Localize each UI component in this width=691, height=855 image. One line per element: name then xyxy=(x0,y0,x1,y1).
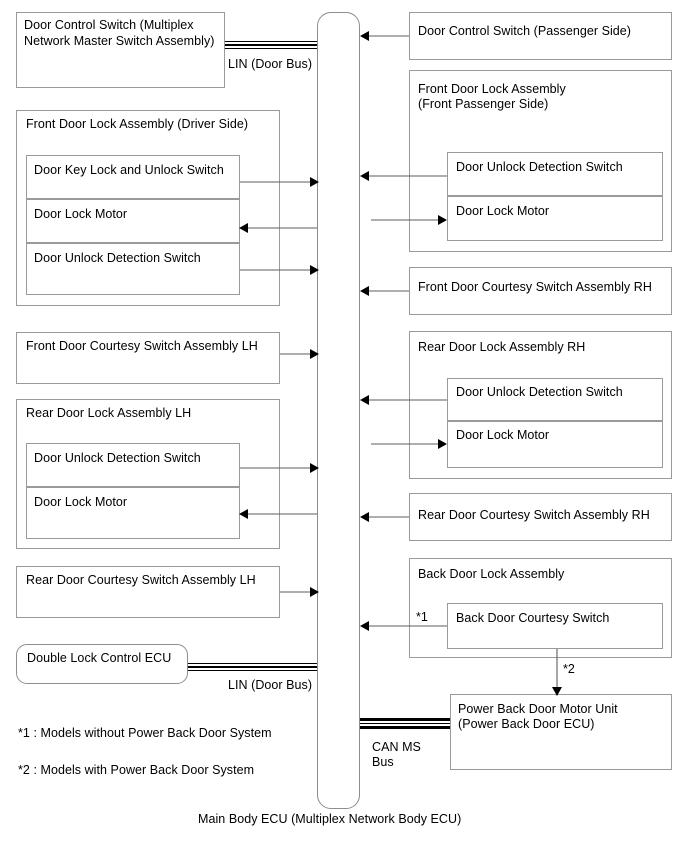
wire-ecu-to-door-lock-motor-passenger xyxy=(371,215,447,225)
label-door-key-lock-and-unlock-switch: Door Key Lock and Unlock Switch xyxy=(34,163,224,177)
footnote-1: *1 : Models without Power Back Door Syst… xyxy=(18,726,272,740)
label-double-lock-control-ecu: Double Lock Control ECU xyxy=(27,651,172,665)
label-can-ms-bus-line1: CAN MS xyxy=(372,740,421,754)
subblock-door-lock-motor-rear-lh xyxy=(26,487,240,539)
wire-front-courtesy-lh-to-ecu xyxy=(280,349,319,359)
wire-back-door-courtesy-switch-to-ecu xyxy=(360,621,447,631)
label-lin-bus-top: LIN (Door Bus) xyxy=(228,57,313,71)
wire-front-courtesy-rh-to-ecu xyxy=(360,286,409,296)
subblock-door-unlock-detection-switch-passenger xyxy=(447,152,663,196)
wire-rear-unlock-detection-lh-to-ecu xyxy=(240,463,319,473)
subblock-door-unlock-detection-switch-driver xyxy=(26,243,240,295)
label-rear-door-courtesy-switch-rh: Rear Door Courtesy Switch Assembly RH xyxy=(418,508,650,522)
label-power-back-door-motor-unit-line2: (Power Back Door ECU) xyxy=(458,717,595,731)
subblock-door-lock-motor-driver xyxy=(26,199,240,243)
block-power-back-door-motor-unit xyxy=(450,694,672,770)
label-can-ms-bus-line2: Bus xyxy=(372,755,394,769)
caption-main-body-ecu: Main Body ECU (Multiplex Network Body EC… xyxy=(198,812,462,826)
label-door-lock-motor-driver: Door Lock Motor xyxy=(34,207,128,221)
can-ms-bus xyxy=(360,718,450,729)
label-door-lock-motor-rear-rh: Door Lock Motor xyxy=(456,428,550,442)
label-front-door-lock-assembly-driver: Front Door Lock Assembly (Driver Side) xyxy=(26,117,249,131)
marker-star2: *2 xyxy=(563,662,575,676)
label-rear-door-courtesy-switch-lh: Rear Door Courtesy Switch Assembly LH xyxy=(26,573,256,587)
wire-ecu-to-rear-door-lock-motor-lh xyxy=(239,509,317,519)
subblock-back-door-courtesy-switch xyxy=(447,603,663,649)
label-rear-door-lock-assembly-lh: Rear Door Lock Assembly LH xyxy=(26,406,192,420)
block-front-door-courtesy-switch-rh xyxy=(409,267,672,315)
label-door-unlock-detection-switch-driver: Door Unlock Detection Switch xyxy=(34,251,201,265)
block-rear-door-courtesy-switch-lh xyxy=(16,566,280,618)
marker-star1: *1 xyxy=(416,610,428,624)
subblock-door-key-lock-and-unlock-switch xyxy=(26,155,240,199)
label-front-door-courtesy-switch-rh: Front Door Courtesy Switch Assembly RH xyxy=(418,280,652,294)
block-door-control-switch-passenger xyxy=(409,12,672,60)
label-door-control-switch-master-line1: Door Control Switch (Multiplex xyxy=(24,18,194,32)
wire-door-unlock-detection-passenger-to-ecu xyxy=(360,171,447,181)
wire-door-key-lock-switch-to-ecu xyxy=(240,177,319,187)
label-lin-bus-bottom: LIN (Door Bus) xyxy=(228,678,313,692)
lin-bus-bottom xyxy=(188,663,318,671)
subblock-door-lock-motor-rear-rh xyxy=(447,421,663,468)
label-door-lock-motor-rear-lh: Door Lock Motor xyxy=(34,495,128,509)
subblock-door-lock-motor-passenger xyxy=(447,196,663,241)
label-front-door-courtesy-switch-lh: Front Door Courtesy Switch Assembly LH xyxy=(26,339,258,353)
block-double-lock-control-ecu xyxy=(16,644,188,684)
subblock-door-unlock-detection-switch-rear-lh xyxy=(26,443,240,487)
label-power-back-door-motor-unit-line1: Power Back Door Motor Unit xyxy=(458,702,618,716)
label-door-lock-motor-passenger: Door Lock Motor xyxy=(456,204,550,218)
label-front-door-lock-assembly-passenger-line2: (Front Passenger Side) xyxy=(418,97,549,111)
wire-ecu-to-rear-door-lock-motor-rh xyxy=(371,439,447,449)
wire-door-unlock-detection-driver-to-ecu xyxy=(240,265,319,275)
label-front-door-lock-assembly-passenger-line1: Front Door Lock Assembly xyxy=(418,82,566,96)
subblock-door-unlock-detection-switch-rear-rh xyxy=(447,378,663,421)
label-door-control-switch-master-line2: Network Master Switch Assembly) xyxy=(24,34,215,48)
label-rear-door-lock-assembly-rh: Rear Door Lock Assembly RH xyxy=(418,340,586,354)
lin-bus-top xyxy=(225,41,318,49)
label-door-unlock-detection-switch-rear-rh: Door Unlock Detection Switch xyxy=(456,385,623,399)
footnote-2: *2 : Models with Power Back Door System xyxy=(18,763,255,777)
wire-rear-courtesy-lh-to-ecu xyxy=(280,587,319,597)
block-rear-door-courtesy-switch-rh xyxy=(409,493,672,541)
block-door-control-switch-master xyxy=(16,12,225,88)
label-door-unlock-detection-switch-rear-lh: Door Unlock Detection Switch xyxy=(34,451,201,465)
wire-back-door-courtesy-to-power-back-door xyxy=(552,649,562,696)
main-body-ecu-bar xyxy=(317,12,360,809)
wire-ecu-to-door-lock-motor-driver xyxy=(239,223,317,233)
block-front-door-courtesy-switch-lh xyxy=(16,332,280,384)
wire-rear-courtesy-rh-to-ecu xyxy=(360,512,409,522)
label-back-door-lock-assembly: Back Door Lock Assembly xyxy=(418,567,565,581)
wire-rear-unlock-detection-rh-to-ecu xyxy=(360,395,447,405)
label-back-door-courtesy-switch: Back Door Courtesy Switch xyxy=(456,611,610,625)
label-door-unlock-detection-switch-passenger: Door Unlock Detection Switch xyxy=(456,160,623,174)
label-door-control-switch-passenger: Door Control Switch (Passenger Side) xyxy=(418,24,631,38)
wire-door-control-switch-passenger-to-ecu xyxy=(360,31,409,41)
